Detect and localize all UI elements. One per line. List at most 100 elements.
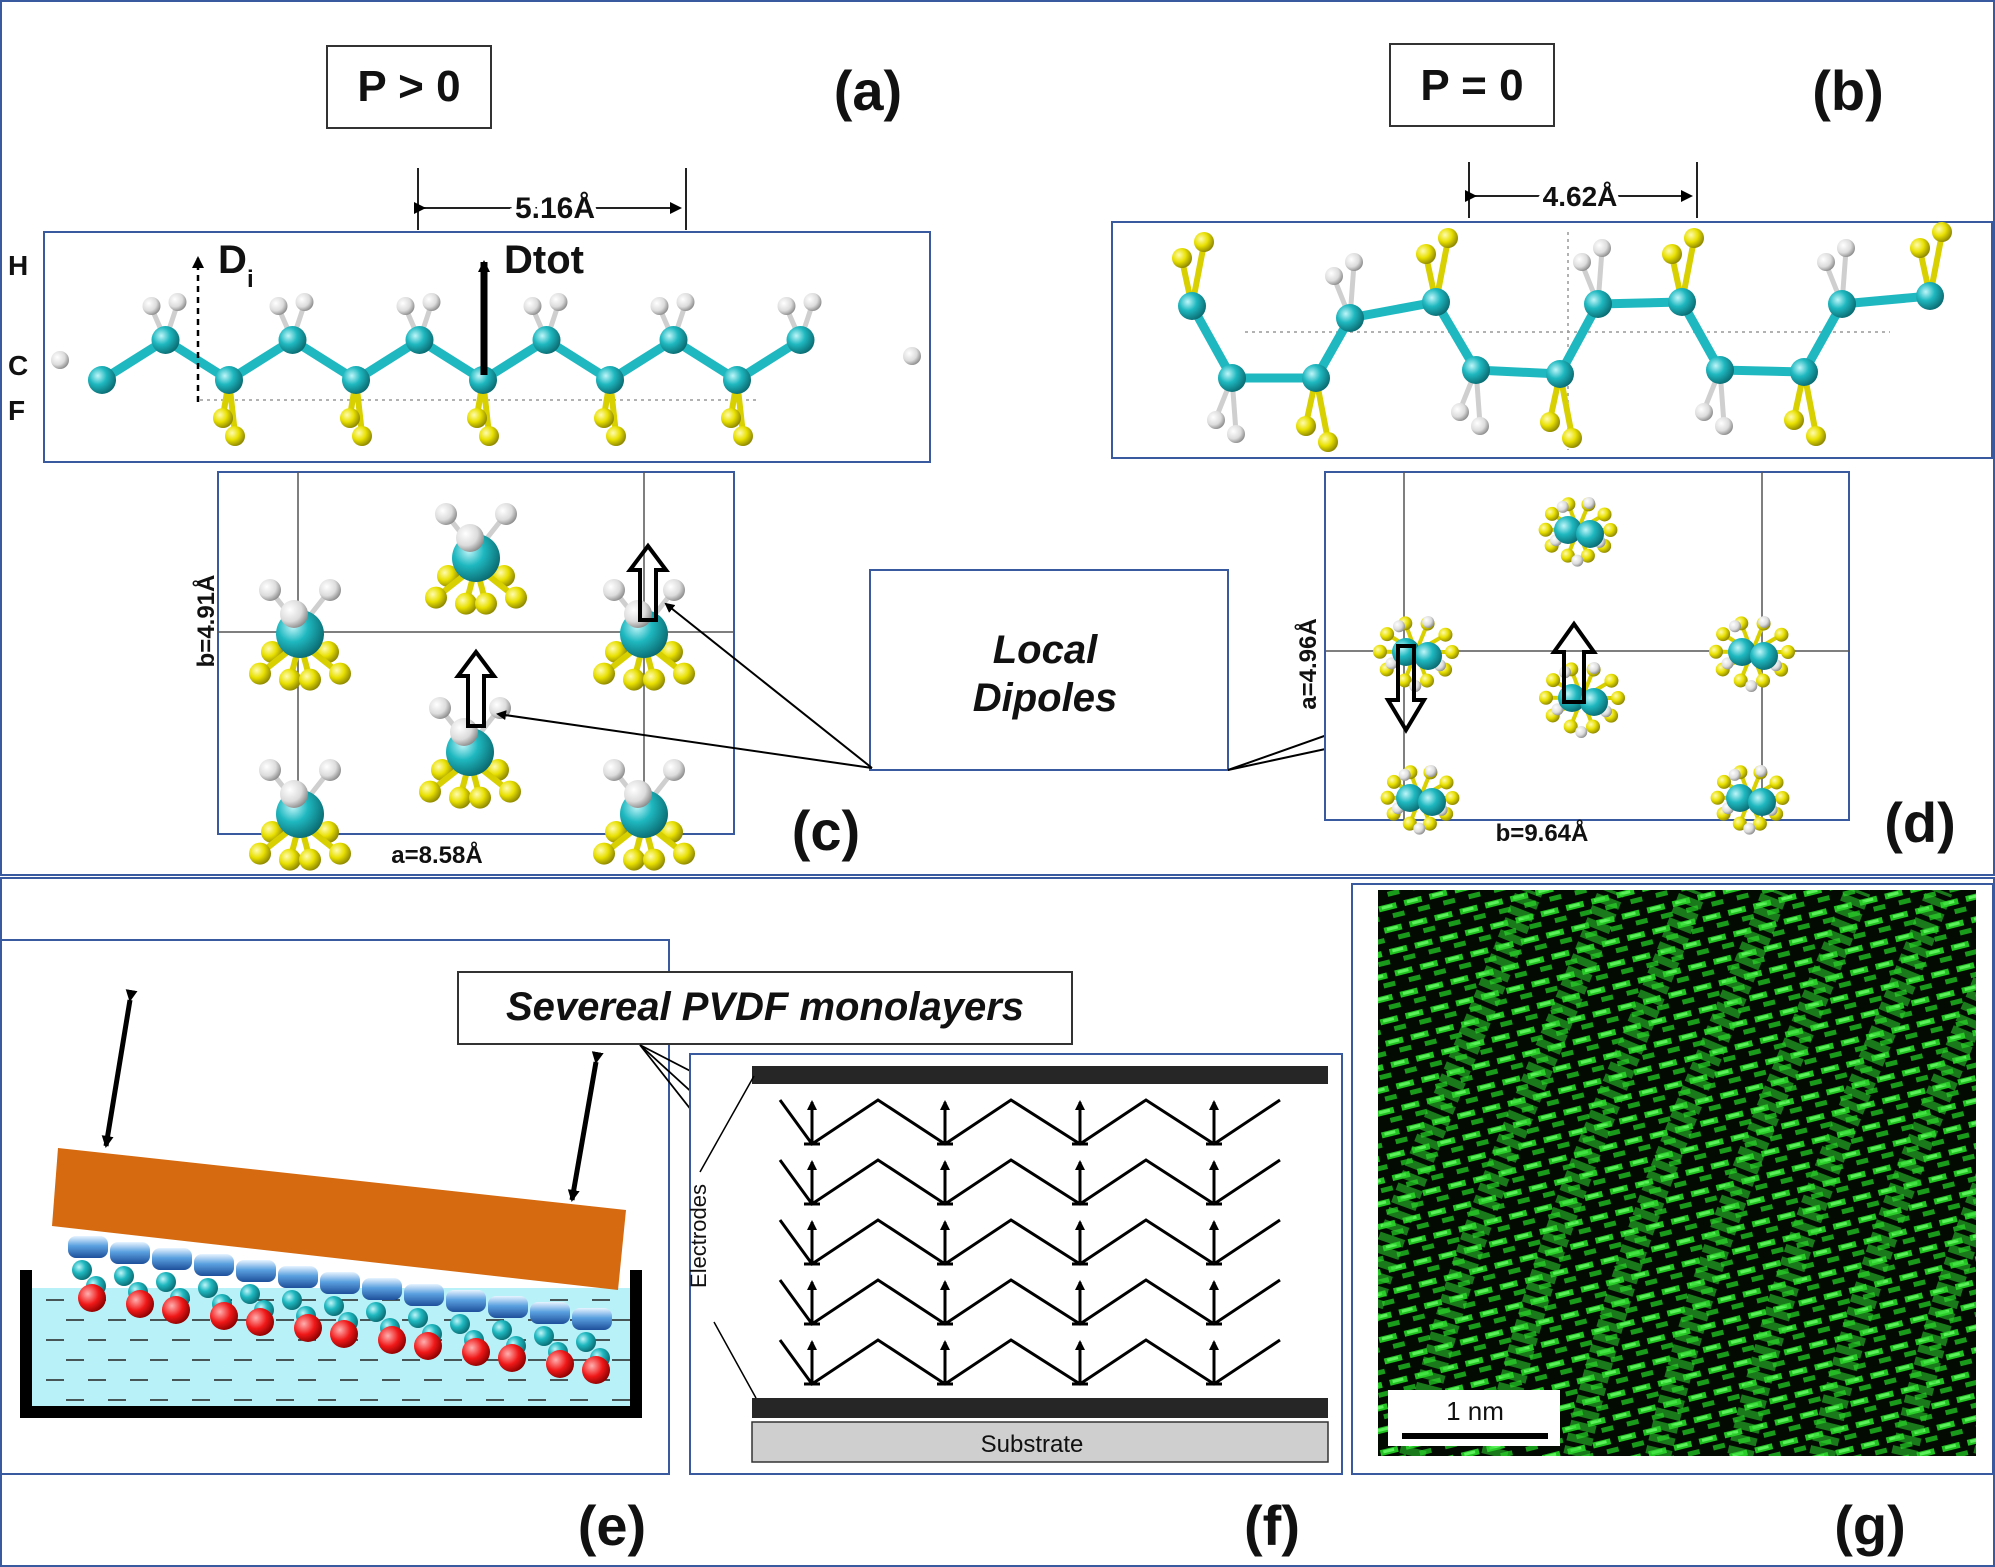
- hydrogen-atom: [803, 293, 822, 311]
- hydrogen-atom: [1345, 253, 1363, 271]
- carbon-atom: [405, 326, 434, 354]
- fluorine-atom: [1597, 507, 1612, 522]
- red-bead: [330, 1320, 358, 1348]
- chain-zigzag: [778, 1158, 1281, 1207]
- fluorine-atom: [340, 408, 360, 428]
- carbon-atom: [1750, 642, 1778, 670]
- atom-label-c: C: [8, 350, 28, 381]
- fluorine-atom: [1544, 506, 1559, 521]
- hydrogen-atom: [1743, 822, 1756, 835]
- fluorine-atom: [593, 842, 615, 865]
- hydrogen-atom: [1817, 253, 1835, 271]
- hydrogen-atom: [777, 297, 796, 315]
- fluorine-atom: [1716, 774, 1731, 789]
- fluorine-atom: [1386, 774, 1401, 789]
- lipid-head: [488, 1296, 528, 1318]
- carbon-atom: [1302, 364, 1330, 392]
- carbon-atom: [1396, 784, 1424, 812]
- cell-d-molecules: [1373, 496, 1795, 835]
- panel-f: Substrate Electrodes (f): [686, 1053, 1343, 1557]
- carbon-atom: [1726, 784, 1754, 812]
- hydrogen-atom: [1754, 764, 1767, 777]
- fluorine-atom: [1194, 232, 1214, 252]
- chain-bead: [366, 1302, 386, 1322]
- fluorine-atom: [1769, 775, 1784, 790]
- fluorine-atom: [1604, 673, 1619, 688]
- hydrogen-atom: [650, 297, 669, 315]
- hydrogen-atom: [1695, 403, 1713, 421]
- hydrogen-atom: [1837, 239, 1855, 257]
- red-bead: [78, 1284, 106, 1312]
- fluorine-atom: [1380, 790, 1395, 805]
- fluorine-atom: [1296, 416, 1316, 436]
- hydrogen-atom: [1422, 615, 1435, 628]
- fluorine-atom: [1716, 627, 1731, 642]
- fluorine-atom: [1402, 816, 1417, 831]
- hydrogen-atom: [1721, 657, 1734, 670]
- carbon-atom: [1554, 516, 1582, 544]
- hydrogen-atom: [523, 297, 542, 315]
- fluorine-atom: [1756, 673, 1771, 688]
- fluorine-atom: [1684, 228, 1704, 248]
- red-bead: [414, 1332, 442, 1360]
- local-dipole-arrow: [626, 542, 670, 622]
- electrode-pointer-top: [699, 1075, 755, 1173]
- hydrogen-atom: [1593, 239, 1611, 257]
- carbon-atom: [596, 366, 624, 394]
- fluorine-atom: [1397, 673, 1412, 688]
- carbon-atom: [1414, 642, 1442, 670]
- fluorine-atom: [673, 842, 695, 865]
- fluorine-atom: [279, 848, 301, 871]
- hydrogen-atom: [1588, 661, 1601, 674]
- red-bead: [162, 1296, 190, 1324]
- red-bead: [498, 1344, 526, 1372]
- pvdf-monolayer: [68, 1236, 612, 1384]
- axis-label-a-c: a=8.58Å: [391, 841, 482, 869]
- red-bead: [582, 1356, 610, 1384]
- fluorine-atom: [1445, 791, 1460, 805]
- local-dipole-arrow-down: [1384, 644, 1428, 734]
- carbon-atom: [1828, 290, 1856, 318]
- fluorine-atom: [329, 842, 351, 865]
- fluorine-atom: [469, 786, 491, 809]
- carbon-atom: [659, 326, 688, 354]
- carbon-atom: [1748, 788, 1776, 816]
- red-bead: [126, 1290, 154, 1318]
- hydrogen-atom: [1398, 768, 1411, 781]
- fluorine-atom: [733, 426, 753, 446]
- trough: [20, 1270, 642, 1418]
- hydrogen-atom: [549, 293, 568, 311]
- chain-b: [1172, 222, 1952, 452]
- carbon-atom: [1668, 288, 1696, 316]
- fluorine-atom: [1546, 673, 1561, 688]
- stm-stripe: [1645, 890, 1871, 1456]
- carbon-atom: [1462, 356, 1490, 384]
- panel-a: P > 0 (a) 5.16Å 5.16Å H C F D i Dtot: [8, 45, 931, 463]
- fluorine-atom: [1709, 644, 1724, 659]
- hydrogen-atom: [1575, 725, 1588, 738]
- lipid-head: [530, 1302, 570, 1324]
- atom-label-f: F: [8, 395, 25, 426]
- hydrogen-atom: [1582, 496, 1595, 509]
- hydrogen-atom: [280, 600, 308, 628]
- panel-letter-e: (e): [578, 1494, 646, 1557]
- fluorine-atom: [299, 668, 321, 691]
- spacing-label-a-halo: 5.16Å: [515, 192, 595, 225]
- top-electrode: [752, 1066, 1328, 1084]
- fluorine-atom: [1538, 522, 1553, 537]
- red-bead: [246, 1308, 274, 1336]
- fluorine-atom: [1611, 691, 1625, 705]
- bond: [1345, 297, 1441, 323]
- substrate-label: Substrate: [981, 1431, 1084, 1458]
- chain-bead: [324, 1296, 344, 1316]
- hydrogen-atom: [1471, 417, 1489, 435]
- chain-bead: [198, 1278, 218, 1298]
- carbon-atom: [786, 326, 815, 354]
- hydrogen-atom: [295, 293, 314, 311]
- hydrogen-atom: [624, 780, 652, 808]
- monolayers-label: Severeal PVDF monolayers: [506, 985, 1024, 1029]
- substrate: [751, 1421, 1329, 1463]
- hydrogen-atom: [319, 579, 341, 601]
- fluorine-atom: [352, 426, 372, 446]
- monolayers-callout: Severeal PVDF monolayers: [457, 971, 1073, 1207]
